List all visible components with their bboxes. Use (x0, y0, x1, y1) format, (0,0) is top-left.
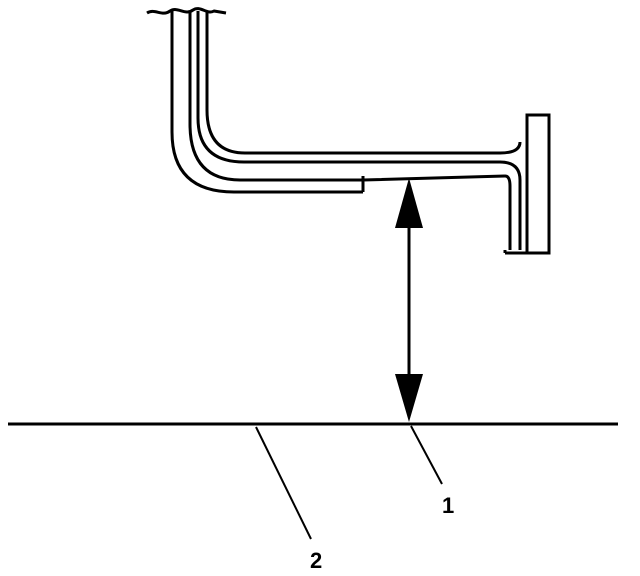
leader-line-1 (410, 425, 443, 485)
callout-2: 2 (310, 548, 322, 573)
pedal-pad (503, 113, 551, 255)
arrow-head-down (395, 374, 423, 422)
callout-1: 1 (442, 493, 454, 518)
tube-right-wall-a (196, 11, 500, 164)
lever-step (361, 174, 506, 192)
pedal-lever (146, 7, 522, 250)
tube-outer-wall (170, 11, 363, 194)
measurement-arrow (395, 178, 423, 422)
lever-drop-inner (499, 160, 522, 250)
tube-inner-wall (188, 11, 363, 182)
lever-drop-outer (504, 174, 512, 250)
tube-break-line (146, 7, 227, 15)
leader-line-2 (255, 426, 312, 540)
tube-right-wall-b (205, 11, 522, 155)
arrow-head-up (395, 178, 423, 228)
